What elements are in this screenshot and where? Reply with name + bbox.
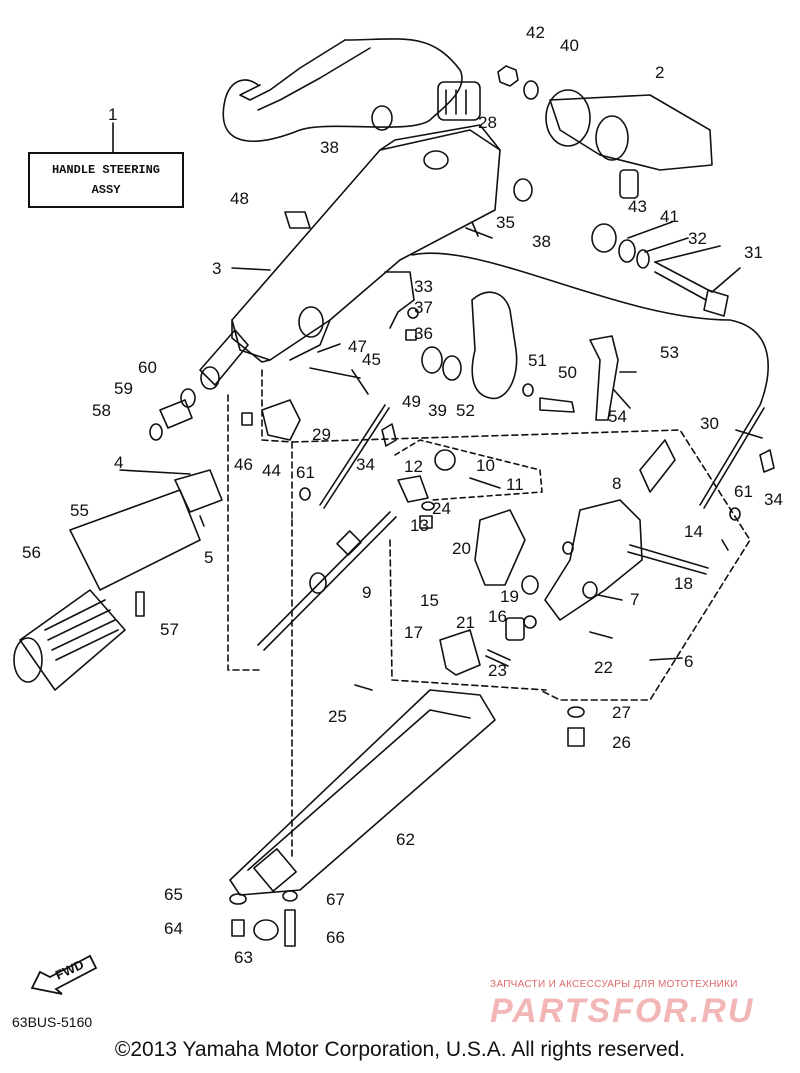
title-callout: 1 — [108, 105, 117, 124]
part-label-67: 67 — [326, 890, 345, 909]
part-label-66: 66 — [326, 928, 345, 947]
part-label-48: 48 — [230, 189, 249, 208]
part-label-16: 16 — [488, 607, 507, 626]
part-label-21: 21 — [456, 613, 475, 632]
title-line-2: ASSY — [91, 183, 121, 197]
part-label-10: 10 — [476, 456, 495, 475]
part-label-8: 8 — [612, 474, 621, 493]
part-label-40: 40 — [560, 36, 579, 55]
part-label-35: 35 — [496, 213, 515, 232]
part-label-38: 38 — [320, 138, 339, 157]
part-label-43: 43 — [628, 197, 647, 216]
part-label-46: 46 — [234, 455, 253, 474]
part-label-57: 57 — [160, 620, 179, 639]
part-label-7: 7 — [630, 590, 639, 609]
part-label-2: 2 — [655, 63, 664, 82]
part-label-17: 17 — [404, 623, 423, 642]
part-label-12: 12 — [404, 457, 423, 476]
part-label-50: 50 — [558, 363, 577, 382]
part-label-38: 38 — [532, 232, 551, 251]
part-label-44: 44 — [262, 461, 281, 480]
fwd-label: FWD — [53, 957, 86, 983]
part-label-32: 32 — [688, 229, 707, 248]
part-label-28: 28 — [478, 113, 497, 132]
part-label-13: 13 — [410, 516, 429, 535]
part-label-11: 11 — [506, 475, 524, 494]
part-label-25: 25 — [328, 707, 347, 726]
part-label-61: 61 — [296, 463, 315, 482]
part-label-30: 30 — [700, 414, 719, 433]
watermark-subtitle: ЗАПЧАСТИ И АКСЕССУАРЫ ДЛЯ МОТОТЕХНИКИ — [490, 979, 738, 990]
part-label-20: 20 — [452, 539, 471, 558]
part-label-29: 29 — [312, 425, 331, 444]
part-label-41: 41 — [660, 207, 679, 226]
part-label-24: 24 — [432, 499, 451, 518]
part-label-59: 59 — [114, 379, 133, 398]
part-label-36: 36 — [414, 324, 433, 343]
part-label-26: 26 — [612, 733, 631, 752]
part-label-31: 31 — [744, 243, 763, 262]
part-label-58: 58 — [92, 401, 111, 420]
part-label-53: 53 — [660, 343, 679, 362]
part-label-19: 19 — [500, 587, 519, 606]
part-label-56: 56 — [22, 543, 41, 562]
part-label-65: 65 — [164, 885, 183, 904]
title-box: HANDLE STEERING ASSY — [28, 152, 184, 208]
part-label-23: 23 — [488, 661, 507, 680]
part-label-39: 39 — [428, 401, 447, 420]
part-label-63: 63 — [234, 948, 253, 967]
part-label-64: 64 — [164, 919, 183, 938]
part-label-15: 15 — [420, 591, 439, 610]
part-label-33: 33 — [414, 277, 433, 296]
part-label-18: 18 — [674, 574, 693, 593]
part-label-9: 9 — [362, 583, 371, 602]
watermark-logo: PARTSFOR.RU — [490, 992, 755, 1030]
part-label-55: 55 — [70, 501, 89, 520]
part-label-60: 60 — [138, 358, 157, 377]
part-label-22: 22 — [594, 658, 613, 677]
part-label-45: 45 — [362, 350, 381, 369]
part-label-52: 52 — [456, 401, 475, 420]
part-label-6: 6 — [684, 652, 693, 671]
part-label-61: 61 — [734, 482, 753, 501]
part-label-34: 34 — [764, 490, 783, 509]
diagram-code: 63BUS-5160 — [12, 1014, 93, 1030]
title-line-1: HANDLE STEERING — [51, 163, 161, 177]
part-label-62: 62 — [396, 830, 415, 849]
part-label-14: 14 — [684, 522, 703, 541]
copyright-notice: ©2013 Yamaha Motor Corporation, U.S.A. A… — [114, 1038, 686, 1061]
part-label-34: 34 — [356, 455, 375, 474]
part-label-54: 54 — [608, 407, 627, 426]
part-label-27: 27 — [612, 703, 631, 722]
part-label-3: 3 — [212, 259, 221, 278]
part-label-51: 51 — [528, 351, 547, 370]
part-label-4: 4 — [114, 453, 123, 472]
part-label-42: 42 — [526, 23, 545, 42]
part-label-49: 49 — [402, 392, 421, 411]
part-label-47: 47 — [348, 337, 367, 356]
fwd-arrow-icon — [30, 954, 98, 995]
part-label-5: 5 — [204, 548, 213, 567]
part-label-37: 37 — [414, 298, 433, 317]
